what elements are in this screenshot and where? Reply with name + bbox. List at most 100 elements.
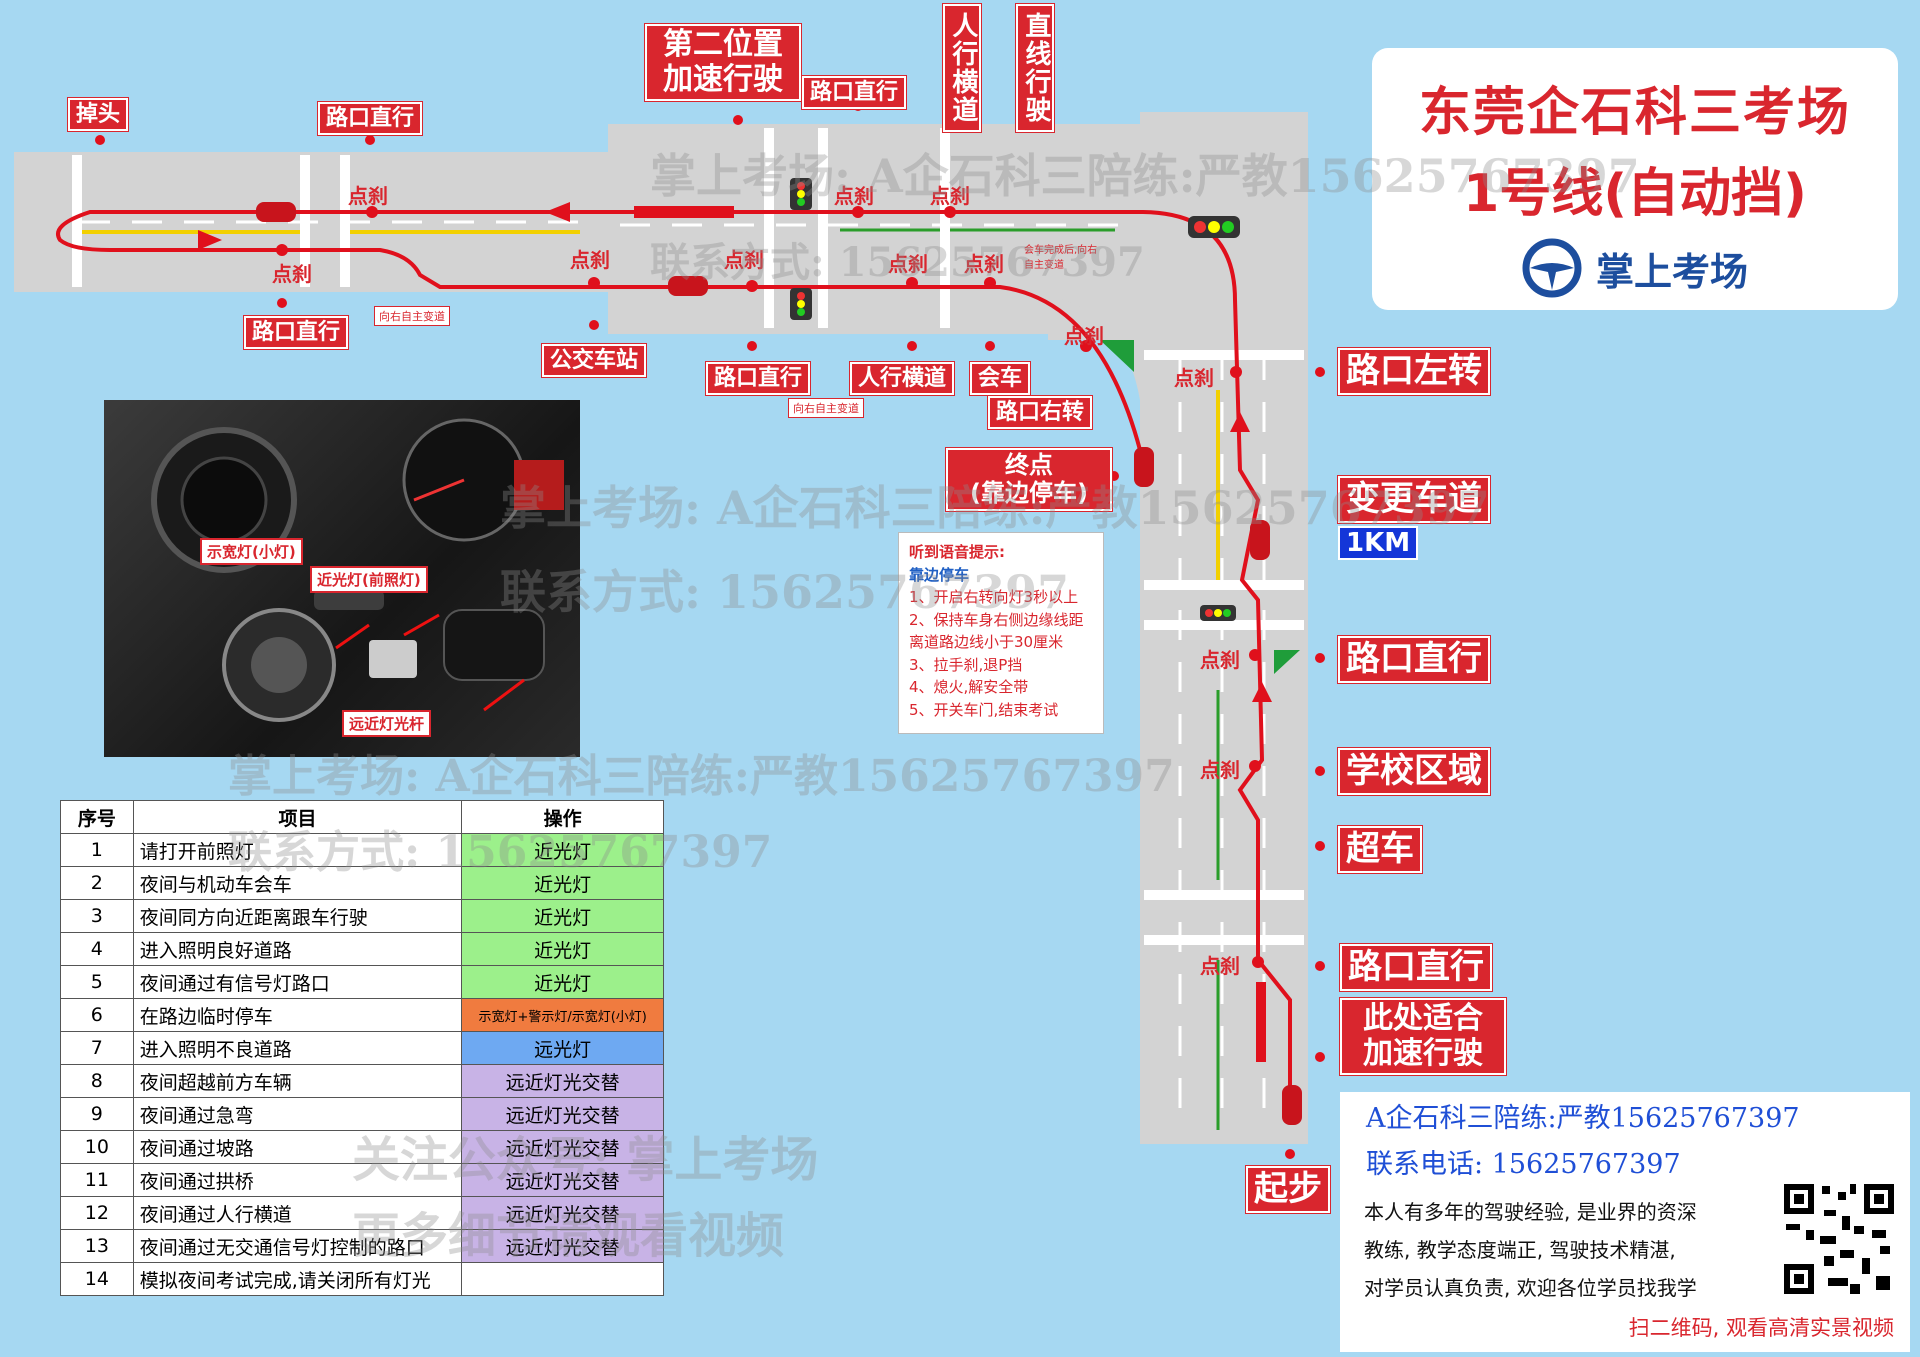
label-crosswalk: 人行横道 — [943, 4, 981, 132]
label-low-beam: 近光灯(前照灯) — [310, 566, 428, 593]
row-operation: 远近灯光交替 — [461, 1163, 664, 1197]
label-overtake: 超车 — [1338, 826, 1422, 874]
distance-badge: 1KM — [1338, 526, 1419, 560]
route-subtitle: 1号线(自动挡) — [1463, 164, 1807, 224]
label-dots — [95, 101, 1325, 1159]
brake-label: 点刹 — [272, 262, 312, 286]
label-accelerate: 此处适合 加速行驶 — [1340, 998, 1506, 1075]
row-operation: 远光灯 — [461, 1031, 664, 1065]
row-number: 11 — [60, 1163, 134, 1197]
qr-code-icon[interactable] — [1780, 1180, 1898, 1298]
contact-card: A企石科三陪练:严教15625767397 联系电话: 15625767397 … — [1340, 1092, 1910, 1352]
steering-wheel-icon — [1522, 238, 1582, 298]
note-change-lane: 向右自主变道 — [788, 398, 864, 418]
brake-label: 点刹 — [348, 184, 388, 208]
row-item: 请打开前照灯 — [132, 833, 463, 867]
row-number: 6 — [60, 998, 134, 1032]
row-number: 9 — [60, 1097, 134, 1131]
roads — [14, 112, 1308, 1144]
voice-step: 离道路边线小于30厘米 — [909, 633, 1064, 651]
row-item: 夜间通过人行横道 — [132, 1196, 463, 1230]
column-header: 操作 — [461, 800, 664, 834]
dashboard-illustration — [151, 418, 564, 722]
dashboard-photo: 示宽灯(小灯) 近光灯(前照灯) 远近灯光杆 — [104, 400, 580, 757]
brand: 掌上考场 — [1372, 238, 1898, 298]
row-number: 7 — [60, 1031, 134, 1065]
row-number: 2 — [60, 866, 134, 900]
row-number: 10 — [60, 1130, 134, 1164]
label-meet-car: 会车 — [970, 362, 1031, 396]
brake-label: 点刹 — [1200, 648, 1240, 672]
row-number: 4 — [60, 932, 134, 966]
brake-label: 点刹 — [1200, 758, 1240, 782]
row-number: 14 — [60, 1262, 134, 1296]
coach-description: 本人有多年的驾驶经验, 是业界的资深 — [1364, 1200, 1697, 1224]
row-number: 3 — [60, 899, 134, 933]
brand-name: 掌上考场 — [1595, 249, 1748, 294]
watermark: 掌上考场: A企石科三陪练:严教15625767397 — [650, 149, 1640, 203]
note-change-lane: 向右自主变道 — [374, 306, 450, 326]
label-school-zone: 学校区域 — [1338, 748, 1490, 796]
row-operation: 示宽灯+警示灯/示宽灯(小灯) — [461, 998, 664, 1032]
contact-phone: 联系电话: 15625767397 — [1366, 1149, 1681, 1180]
watermark: 掌上考场: A企石科三陪练:严教15625767397 — [500, 481, 1490, 535]
coach-description: 对学员认真负责, 欢迎各位学员找我学 — [1364, 1276, 1697, 1300]
brake-label: 点刹 — [888, 252, 928, 276]
voice-step: 3、拉手刹,退P挡 — [909, 655, 1023, 674]
column-header: 序号 — [60, 800, 134, 834]
flag-icon — [1100, 340, 1134, 372]
row-item: 在路边临时停车 — [132, 998, 463, 1032]
voice-step: 2、保持车身右侧边缘线距 — [909, 610, 1084, 629]
label-intersection-straight: 路口直行 — [1338, 636, 1490, 684]
label-lane-change: 变更车道 — [1338, 476, 1490, 524]
watermark: 联系方式: 15625767397 — [650, 239, 1145, 286]
traffic-lights — [790, 178, 1240, 621]
speedup-bar-top — [634, 206, 734, 218]
label-left-turn: 路口左转 — [1338, 348, 1490, 396]
car-icons — [256, 202, 1302, 1125]
brake-points — [276, 206, 1264, 968]
label-intersection-straight: 路口直行 — [318, 102, 423, 136]
label-intersection-straight: 路口直行 — [802, 76, 907, 110]
row-operation: 近光灯 — [461, 932, 664, 966]
row-operation: 近光灯 — [461, 899, 664, 933]
row-item: 夜间同方向近距离跟车行驶 — [132, 899, 463, 933]
brake-label: 点刹 — [834, 184, 874, 208]
row-item: 夜间通过坡路 — [132, 1130, 463, 1164]
voice-keyword: 靠边停车 — [909, 565, 970, 584]
row-item: 夜间通过无交通信号灯控制的路口 — [132, 1229, 463, 1263]
watermark: 联系方式: 15625767397 — [228, 827, 773, 878]
row-item: 夜间与机动车会车 — [132, 866, 463, 900]
flag-icon — [1274, 650, 1300, 674]
brake-label: 点刹 — [964, 252, 1004, 276]
voice-step: 1、开启右转向灯3秒以上 — [909, 588, 1079, 606]
brake-label: 点刹 — [1174, 366, 1214, 390]
watermark: 掌上考场: A企石科三陪练:严教15625767397 — [228, 751, 1175, 802]
route-arrows — [198, 202, 1272, 702]
watermark: 更多细节请观看视频 — [352, 1208, 785, 1264]
voice-heading: 听到语音提示: — [909, 543, 1005, 561]
label-second-position: 第二位置 加速行驶 — [645, 24, 801, 101]
route-line — [56, 210, 1292, 1105]
watermark: 关注公众号: 掌上考场 — [352, 1132, 819, 1188]
speedup-bar-right — [1256, 982, 1266, 1062]
row-item: 进入照明良好道路 — [132, 932, 463, 966]
label-crosswalk: 人行横道 — [850, 362, 955, 396]
label-bus-stop: 公交车站 — [542, 344, 647, 378]
row-operation: 远近灯光交替 — [461, 1097, 664, 1131]
label-endpoint: 终点 (靠边停车) — [946, 448, 1112, 512]
label-intersection-straight: 路口直行 — [1340, 944, 1492, 992]
label-intersection-straight: 路口直行 — [706, 362, 811, 396]
label-beam-lever: 远近灯光杆 — [342, 710, 432, 737]
watermark: 联系方式: 15625767397 — [500, 565, 1070, 619]
coach-name: A企石科三陪练:严教15625767397 — [1366, 1103, 1800, 1134]
row-item: 夜间通过有信号灯路口 — [132, 965, 463, 999]
